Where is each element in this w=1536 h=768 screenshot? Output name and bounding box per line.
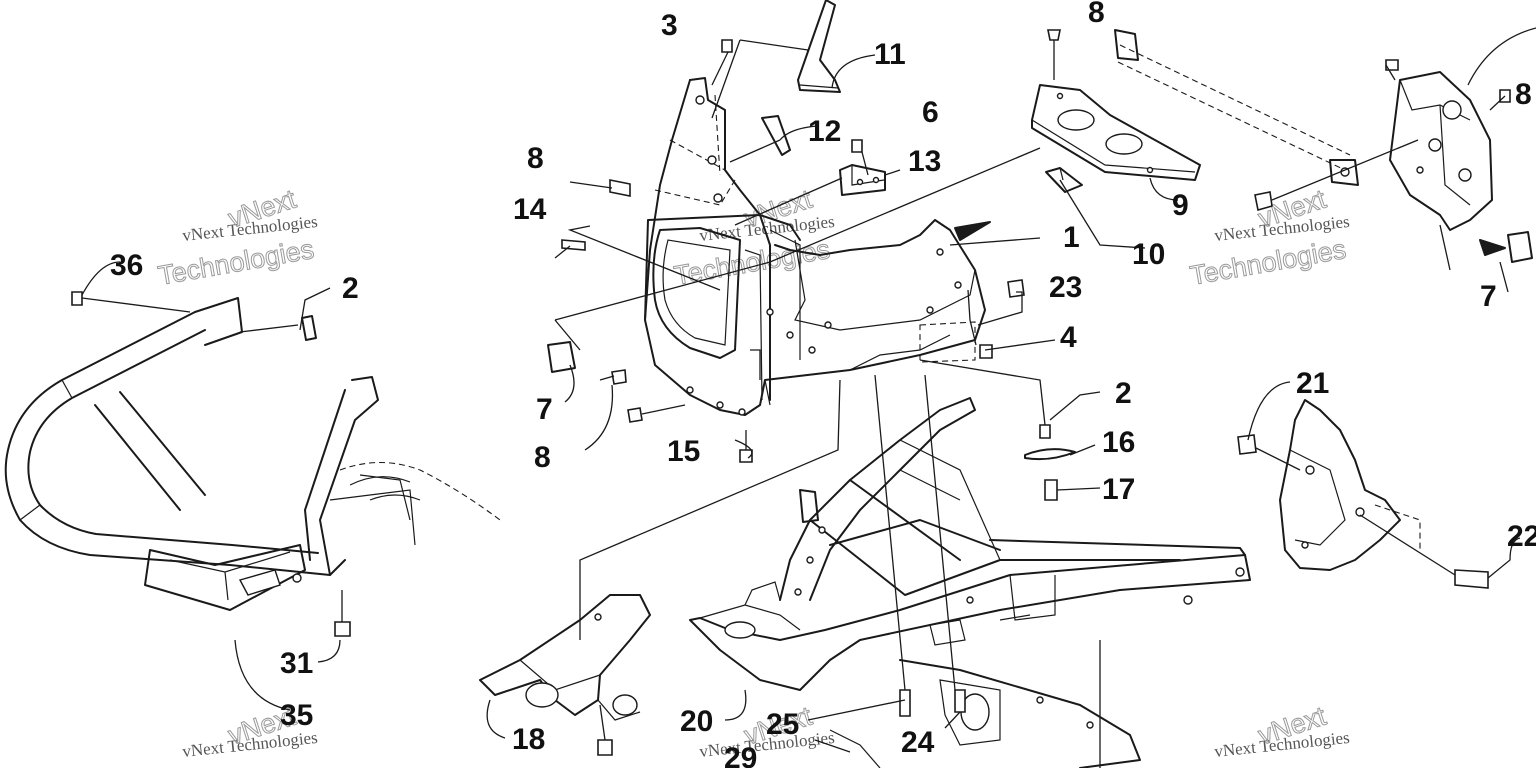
- callout-part-number: 12: [808, 115, 841, 148]
- callout-part-number: 8: [1515, 78, 1532, 111]
- callout-part-number: 3: [661, 9, 678, 42]
- callout-part-number: 20: [680, 705, 713, 738]
- callout-part-number: 31: [280, 647, 313, 680]
- callout-part-number: 14: [513, 193, 547, 226]
- lower-left-bracket: [479, 594, 651, 721]
- callout-labels: 1 2 2 3 4 6 7 7 8 8 8 8 9 10 11 12 13 14…: [110, 0, 1536, 768]
- callout-part-number: 7: [1480, 280, 1497, 313]
- watermark-text: Technologies: [156, 234, 316, 291]
- callout-part-number: 22: [1507, 520, 1536, 553]
- callout-part-number: 29: [724, 742, 757, 768]
- callout-part-number: 8: [1088, 0, 1105, 29]
- callout-part-number: 36: [110, 249, 143, 282]
- callout-part-number: 21: [1296, 367, 1329, 400]
- callout-part-number: 7: [536, 393, 553, 426]
- callout-part-number: 25: [766, 708, 799, 741]
- callout-part-number: 6: [922, 96, 939, 129]
- callout-part-number: 18: [512, 723, 545, 756]
- callout-part-number: 8: [534, 441, 551, 474]
- callout-part-number: 11: [874, 38, 906, 71]
- callout-part-number: 35: [280, 699, 313, 732]
- callout-part-number: 17: [1102, 473, 1135, 506]
- callout-part-number: 24: [901, 726, 935, 759]
- callout-part-number: 8: [527, 142, 544, 175]
- mounting-plate: [1031, 84, 1201, 193]
- front-bumper-assembly: [4, 297, 501, 611]
- callout-part-number: 10: [1132, 238, 1165, 271]
- watermark-text: Technologies: [1188, 234, 1348, 291]
- lower-frame-rails: [689, 397, 1251, 768]
- right-lower-support: [1279, 399, 1421, 571]
- callout-part-number: 4: [1060, 321, 1077, 354]
- upper-crossbar: [1114, 29, 1359, 186]
- small-brackets: [761, 0, 886, 196]
- callout-part-number: 13: [908, 145, 941, 178]
- callout-part-number: 1: [1063, 221, 1080, 254]
- callout-part-number: 2: [342, 272, 359, 305]
- fasteners: [71, 29, 1489, 756]
- leader-lines: [81, 39, 1521, 768]
- callout-part-number: 16: [1102, 426, 1135, 459]
- callout-part-number: 15: [667, 435, 700, 468]
- callout-part-number: 23: [1049, 271, 1082, 304]
- callout-part-number: 2: [1115, 377, 1132, 410]
- front-bulkhead-frame: [644, 77, 991, 416]
- callout-part-number: 9: [1172, 189, 1189, 222]
